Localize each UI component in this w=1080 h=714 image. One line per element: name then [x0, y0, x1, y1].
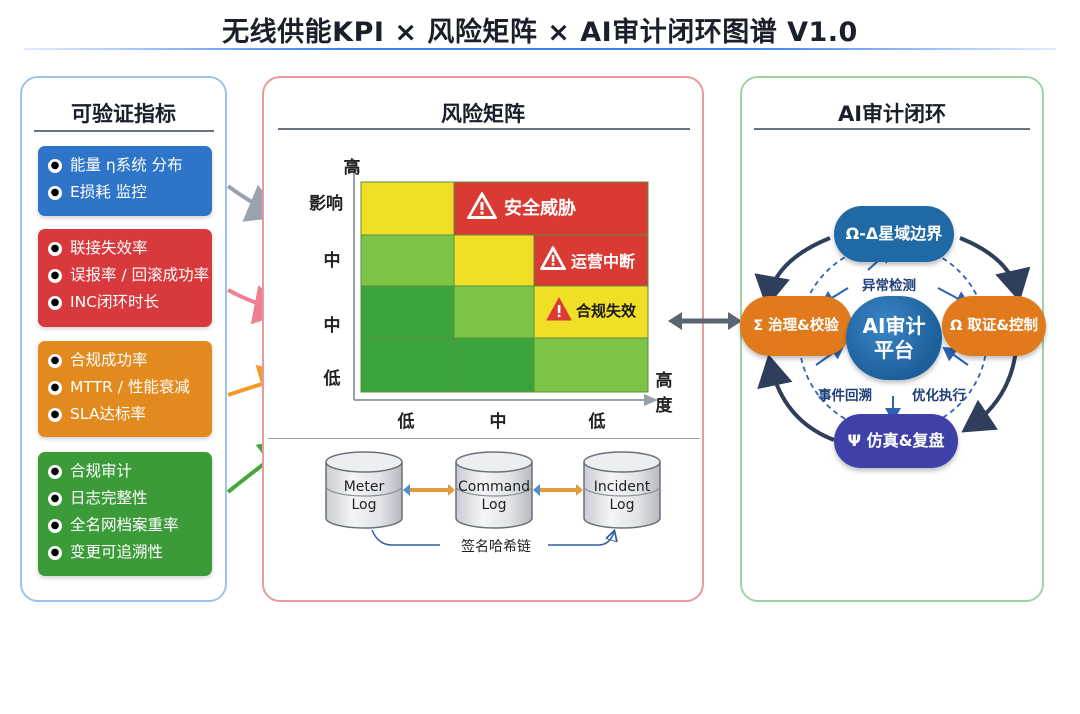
- kpi-item: ●能量 η系统 分布: [48, 152, 212, 179]
- node-boundary[interactable]: Ω-Δ星域边界: [834, 206, 954, 262]
- risk-panel-divider-lower: [268, 438, 700, 439]
- bullet-icon: ●: [48, 295, 62, 310]
- bullet-icon: ●: [48, 491, 62, 506]
- db-icon: [583, 451, 661, 529]
- y-axis-top-label: 高: [343, 158, 361, 178]
- sync-arrow-icon: [403, 484, 455, 496]
- alert-ops-interrupt: 运营中断: [571, 252, 636, 271]
- kpi-panel-heading: 可验证指标: [71, 102, 176, 126]
- x-tick: 低: [397, 412, 415, 432]
- flow-label-detect: 异常检测: [862, 278, 916, 294]
- bullet-icon: ●: [48, 464, 62, 479]
- node-governance[interactable]: Σ 治理&校验: [740, 296, 852, 356]
- db-icon: [325, 451, 403, 529]
- bullet-icon: ●: [48, 380, 62, 395]
- cell-r3c2: [453, 285, 535, 339]
- risk-panel-heading: 风险矩阵: [441, 102, 525, 126]
- kpi-item: ●全名网档案重率: [48, 512, 212, 539]
- bullet-icon: ●: [48, 268, 62, 283]
- kpi-item: ●MTTR / 性能衰减: [48, 374, 212, 401]
- hash-chain-link: [371, 529, 440, 546]
- x-tick: 低: [588, 412, 606, 432]
- title-divider: [24, 48, 1056, 50]
- flow-label-trace: 事件回溯: [818, 388, 872, 404]
- kpi-item: ●日志完整性: [48, 485, 212, 512]
- db-icon: [455, 451, 533, 529]
- alert-security: 安全威胁: [504, 198, 576, 219]
- y-tick: 中: [323, 316, 341, 336]
- kpi-item: ●E损耗 监控: [48, 179, 212, 206]
- loop-arc: [961, 349, 1018, 433]
- x-axis-end-label: 度: [655, 396, 673, 416]
- bullet-icon: ●: [48, 185, 62, 200]
- risk-panel-divider: [278, 128, 690, 130]
- cell-r4c2: [453, 337, 535, 393]
- alert-compliance: 合规失效: [576, 302, 637, 320]
- hash-chain-link: [548, 532, 614, 546]
- x-tick: 中: [489, 412, 507, 432]
- bullet-icon: ●: [48, 518, 62, 533]
- kpi-card-compliance[interactable]: ●合规审计 ●日志完整性 ●全名网档案重率 ●变更可追溯性: [38, 452, 212, 576]
- y-tick: 低: [323, 369, 341, 389]
- audit-panel-divider: [754, 128, 1030, 130]
- bullet-icon: ●: [48, 241, 62, 256]
- kpi-panel-divider: [34, 130, 214, 132]
- loop-arc: [757, 354, 835, 442]
- kpi-item: ●变更可追溯性: [48, 539, 212, 566]
- kpi-item: ●联接失效率: [48, 235, 212, 262]
- hash-chain-caption: 签名哈希链: [461, 539, 531, 555]
- y-axis-arrowhead: [348, 158, 360, 172]
- x-axis-end-label: 高: [655, 371, 673, 391]
- kpi-item: ●SLA达标率: [48, 401, 212, 428]
- flow-label-optimize: 优化执行: [912, 388, 966, 404]
- loop-arc: [959, 236, 1031, 302]
- warning-icon: [540, 246, 566, 270]
- kpi-item: ●INC闭环时长: [48, 289, 212, 316]
- y-axis-title: 影响: [309, 194, 343, 214]
- cell-r4c3: [533, 337, 649, 393]
- kpi-item: ●合规成功率: [48, 347, 212, 374]
- loop-arc: [754, 236, 831, 308]
- matrix-audit-link-arrow: [668, 312, 742, 330]
- cell-r3c1: [360, 285, 455, 339]
- bullet-icon: ●: [48, 545, 62, 560]
- kpi-item: ●误报率 / 回滚成功率: [48, 262, 212, 289]
- kpi-card-energy[interactable]: ●能量 η系统 分布 ●E损耗 监控: [38, 146, 212, 216]
- kpi-card-ops[interactable]: ●合规成功率 ●MTTR / 性能衰减 ●SLA达标率: [38, 341, 212, 437]
- y-tick: 中: [323, 251, 341, 271]
- warning-icon: [467, 192, 497, 219]
- audit-panel-heading: AI审计闭环: [837, 102, 947, 126]
- page-title: 无线供能KPI × 风险矩阵 × AI审计闭环图谱 V1.0: [222, 17, 858, 48]
- bullet-icon: ●: [48, 353, 62, 368]
- kpi-item: ●合规审计: [48, 458, 212, 485]
- warning-icon: [546, 297, 572, 321]
- kpi-card-link[interactable]: ●联接失效率 ●误报率 / 回滚成功率 ●INC闭环时长: [38, 229, 212, 327]
- cell-r4c1: [360, 337, 455, 393]
- sync-arrow-icon: [533, 484, 583, 496]
- bullet-icon: ●: [48, 158, 62, 173]
- cell-r1c1: [360, 181, 455, 236]
- bullet-icon: ●: [48, 407, 62, 422]
- cell-r2c2: [453, 234, 535, 287]
- node-simulation[interactable]: Ψ 仿真&复盘: [834, 414, 958, 468]
- flow-arrow: [942, 346, 969, 366]
- cell-r2c1: [360, 234, 455, 287]
- x-axis-arrowhead: [644, 394, 658, 406]
- node-forensics[interactable]: Ω 取证&控制: [942, 296, 1046, 356]
- audit-platform-center[interactable]: AI审计 平台: [846, 296, 942, 380]
